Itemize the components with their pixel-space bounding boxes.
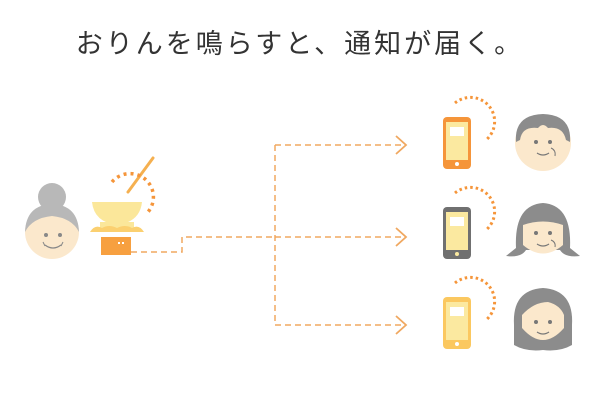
man-avatar (515, 114, 571, 171)
page-title: おりんを鳴らすと、通知が届く。 (75, 29, 525, 60)
phone-icon-gray (443, 185, 497, 259)
grandma-avatar (25, 183, 79, 259)
woman-bob-avatar (506, 203, 580, 257)
notification-lines (131, 144, 405, 326)
woman-long-avatar (513, 288, 573, 351)
orin-bell-icon (90, 156, 156, 255)
arrow-icons (395, 135, 408, 335)
phone-icon-orange (443, 95, 497, 169)
phone-icon-yellow (443, 275, 497, 349)
